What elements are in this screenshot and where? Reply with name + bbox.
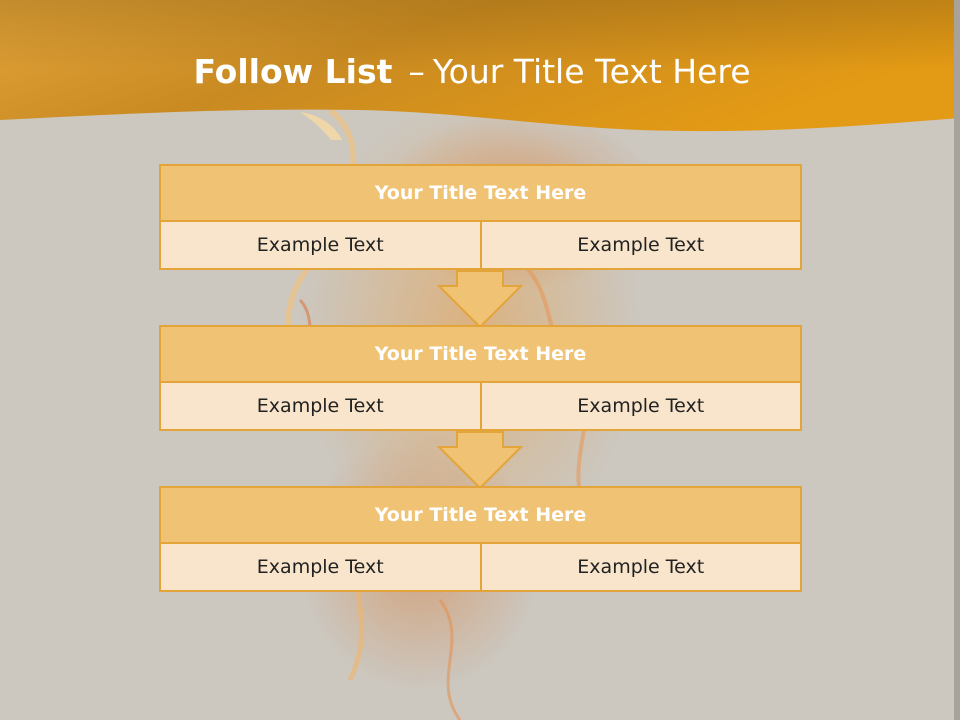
slide-title-separator: – (408, 52, 425, 91)
list-box-cells: Example Text Example Text (159, 220, 802, 270)
list-box-title: Your Title Text Here (159, 486, 802, 544)
list-box-title: Your Title Text Here (159, 325, 802, 383)
list-box-cell-right: Example Text (479, 381, 802, 431)
slide-title-rest: Your Title Text Here (432, 52, 751, 91)
list-box-3: Your Title Text Here Example Text Exampl… (159, 486, 802, 592)
slide-title-bold: Follow List (193, 52, 393, 91)
down-arrow-icon (437, 270, 523, 328)
slide-title: Follow List–Your Title Text Here (0, 52, 944, 91)
list-box-cell-left: Example Text (159, 220, 482, 270)
list-box-cells: Example Text Example Text (159, 542, 802, 592)
list-box-cell-right: Example Text (479, 220, 802, 270)
list-box-cell-left: Example Text (159, 381, 482, 431)
list-box-2: Your Title Text Here Example Text Exampl… (159, 325, 802, 431)
list-box-1: Your Title Text Here Example Text Exampl… (159, 164, 802, 270)
list-box-cell-right: Example Text (479, 542, 802, 592)
header-band (0, 0, 960, 140)
list-box-cells: Example Text Example Text (159, 381, 802, 431)
down-arrow-icon (437, 431, 523, 489)
list-box-cell-left: Example Text (159, 542, 482, 592)
list-box-title: Your Title Text Here (159, 164, 802, 222)
slide-edge (954, 0, 960, 720)
